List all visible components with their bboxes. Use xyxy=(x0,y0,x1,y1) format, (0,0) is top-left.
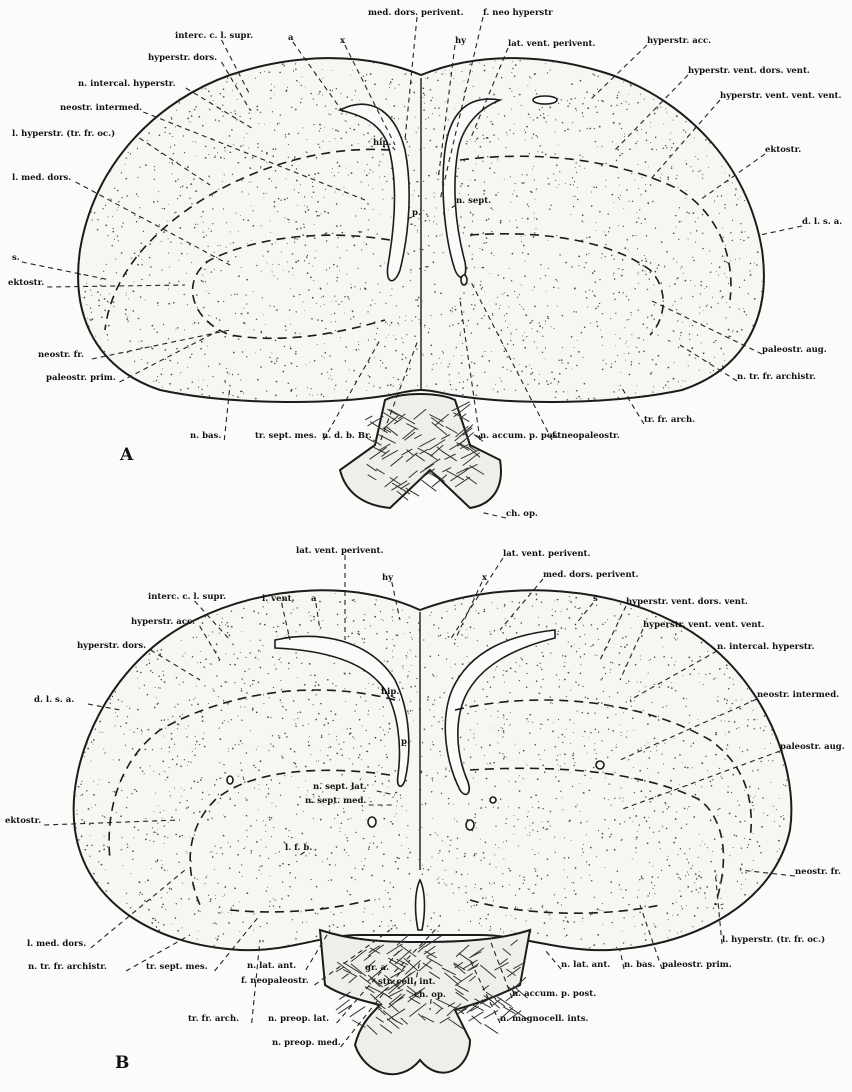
b-gr-a-label: gr. a. xyxy=(365,963,389,973)
b-tr-sept-mes-label: tr. sept. mes. xyxy=(146,962,208,972)
a-paleostr-prim-label: paleostr. prim. xyxy=(46,373,116,383)
b-ektostr-label: ektostr. xyxy=(5,816,41,826)
b-n-preop-lat-label: n. preop. lat. xyxy=(268,1014,329,1024)
b-hyperstr-acc-label: hyperstr. acc. xyxy=(131,617,195,627)
a-n-d-b-br-label: n. d. b. Br. xyxy=(322,431,372,441)
a-paleostr-aug-label: paleostr. aug. xyxy=(762,345,827,355)
a-x-label: x xyxy=(340,36,346,46)
b-n-preop-med-label: n. preop. med. xyxy=(272,1038,341,1048)
panel-a: A med. dors. perivent. f. neo hyperstr int… xyxy=(8,8,842,519)
panel-b-letter: B xyxy=(115,1053,129,1073)
b-n-lat-ant-r-leader xyxy=(545,950,561,969)
panel-b-vessel-4 xyxy=(466,820,474,830)
a-hyperstr-acc-label: hyperstr. acc. xyxy=(647,36,711,46)
a-hyperstr-vent-dors-vent-label: hyperstr. vent. dors. vent. xyxy=(688,66,810,76)
b-f-neopaleostr-label: f. neopaleostr. xyxy=(241,976,309,986)
a-interc-c-l-supr-label: interc. c. l. supr. xyxy=(175,31,253,41)
b-ch-op-label: ch. op. xyxy=(414,990,446,1000)
a-hyperstr-dors-label: hyperstr. dors. xyxy=(148,53,217,63)
b-n-intercal-hyperstr-label: n. intercal. hyperstr. xyxy=(717,642,815,652)
panel-b-vessel-3 xyxy=(368,817,376,827)
panel-a-vessel-small xyxy=(461,275,467,285)
panel-b-vessel-1 xyxy=(227,776,233,784)
b-n-lat-ant-r-label: n. lat. ant. xyxy=(561,960,610,970)
a-n-bas-label: n. bas. xyxy=(190,431,221,441)
a-f-neo-hyperstr-label: f. neo hyperstr xyxy=(483,8,553,18)
b-n-sept-med-label: n. sept. med. xyxy=(305,796,366,806)
b-l-f-b-label: l. f. b. xyxy=(285,843,312,853)
b-s-label: s xyxy=(593,594,598,604)
b-hyperstr-vent-dors-vent-label: hyperstr. vent. dors. vent. xyxy=(626,597,748,607)
a-lat-vent-perivent-label: lat. vent. perivent. xyxy=(508,39,595,49)
a-n-intercal-hyperstr-label: n. intercal. hyperstr. xyxy=(78,79,176,89)
b-n-sept-lat-label: n. sept. lat. xyxy=(313,782,367,792)
a-neostr-intermed-label: neostr. intermed. xyxy=(60,103,142,113)
a-med-dors-perivent-label: med. dors. perivent. xyxy=(368,8,464,18)
b-lat-vent-perivent-r-label: lat. vent. perivent. xyxy=(503,549,590,559)
panel-a-vessel xyxy=(533,96,557,104)
b-l-vent-label: l. vent. xyxy=(262,594,295,604)
a-n-sept-label: n. sept. xyxy=(456,196,491,206)
b-med-dors-perivent-label: med. dors. perivent. xyxy=(543,570,639,580)
a-hy-label: hy xyxy=(455,36,467,46)
b-l-hyperstr-tr-fr-oc-label: l. hyperstr. (tr. fr. oc.) xyxy=(722,934,825,945)
b-lat-vent-perivent-l-label: lat. vent. perivent. xyxy=(296,546,383,556)
b-l-med-dors-label: l. med. dors. xyxy=(27,939,86,949)
a-n-tr-fr-archistr-label: n. tr. fr. archistr. xyxy=(737,372,816,382)
b-neostr-intermed-label: neostr. intermed. xyxy=(757,690,839,700)
b-paleostr-prim-label: paleostr. prim. xyxy=(662,960,732,970)
b-hip-label: hip. xyxy=(381,687,399,697)
b-n-bas-label: n. bas. xyxy=(624,960,655,970)
panel-a-letter: A xyxy=(119,445,134,465)
b-x-label: x xyxy=(482,573,488,583)
a-ektostr-right-label: ektostr. xyxy=(765,145,801,155)
a-f-neopaleostr-label: f. neopaleostr. xyxy=(552,431,620,441)
b-tr-fr-arch-label: tr. fr. arch. xyxy=(188,1014,239,1024)
a-neostr-fr-label: neostr. fr. xyxy=(38,350,84,360)
b-n-magnocell-ints-label: n. magnocell. ints. xyxy=(500,1014,588,1024)
b-n-tr-fr-archistr-label: n. tr. fr. archistr. xyxy=(28,962,107,972)
b-neostr-fr-label: neostr. fr. xyxy=(795,867,841,877)
b-paleostr-aug-label: paleostr. aug. xyxy=(780,742,845,752)
panel-b-vessel-2 xyxy=(596,761,604,769)
a-tr-sept-mes-label: tr. sept. mes. xyxy=(255,431,317,441)
a-a-label: a xyxy=(288,33,294,43)
b-a-label: a xyxy=(311,594,317,604)
b-str-cell-int-label: str. cell. int. xyxy=(378,977,436,987)
a-d-l-s-a-label: d. l. s. a. xyxy=(802,217,842,227)
b-d-l-s-a-label: d. l. s. a. xyxy=(34,695,74,705)
a-hip-label: hip. xyxy=(373,138,391,148)
panel-b-section-outline xyxy=(74,590,792,950)
a-d-l-s-a-leader xyxy=(760,226,802,235)
a-hyperstr-vent-vent-vent-label: hyperstr. vent. vent. vent. xyxy=(720,91,841,101)
b-interc-c-l-supr-label: interc. c. l. supr. xyxy=(148,592,226,602)
a-ektostr-left-label: ektostr. xyxy=(8,278,44,288)
a-p-label: p. xyxy=(412,208,421,218)
panel-b-vessel-5 xyxy=(490,797,496,803)
a-l-hyperstr-tr-fr-oc-label: l. hyperstr. (tr. fr. oc.) xyxy=(12,128,115,139)
b-hyperstr-dors-label: hyperstr. dors. xyxy=(77,641,146,651)
a-ch-op-leader xyxy=(480,512,506,518)
b-hyperstr-vent-vent-vent-label: hyperstr. vent. vent. vent. xyxy=(643,620,764,630)
a-ch-op-label: ch. op. xyxy=(506,509,538,519)
panel-b: B lat. vent. perivent. lat. vent. periven… xyxy=(5,546,845,1074)
panel-b-third-ventricle xyxy=(416,880,425,930)
a-tr-fr-arch-label: tr. fr. arch. xyxy=(644,415,695,425)
b-n-lat-ant-l-label: n. lat. ant. xyxy=(247,961,296,971)
b-hy-label: hy xyxy=(382,573,394,583)
b-n-accum-p-post-label: n. accum. p. post. xyxy=(512,989,596,999)
a-s-label: s. xyxy=(12,253,20,263)
a-l-med-dors-label: l. med. dors. xyxy=(12,173,71,183)
b-p-label: p. xyxy=(401,737,410,747)
